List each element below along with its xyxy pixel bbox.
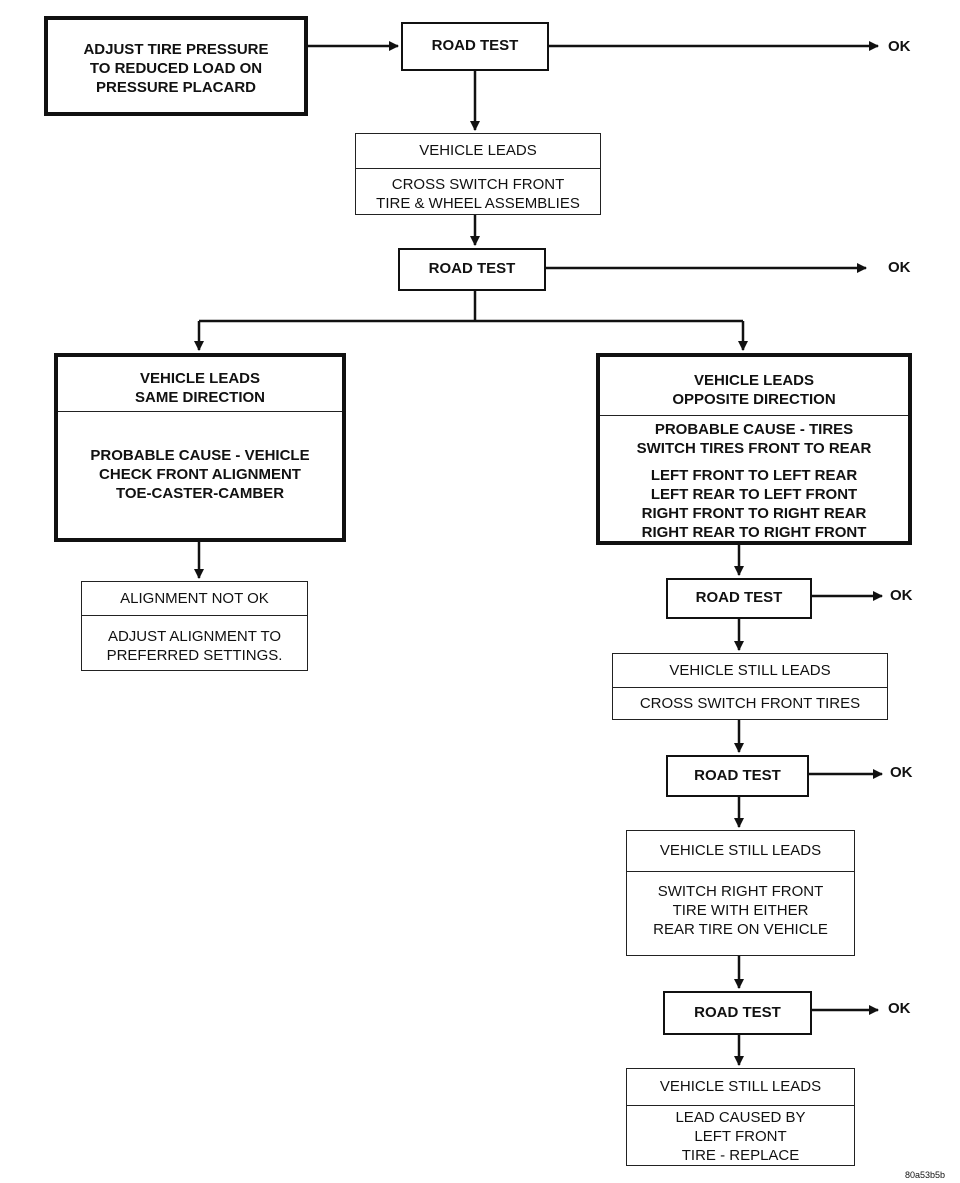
same-direction-body: PROBABLE CAUSE - VEHICLE — [90, 447, 310, 464]
road-test-label: ROAD TEST — [695, 589, 783, 606]
road-test-label: ROAD TEST — [694, 767, 781, 784]
tire-move: LEFT REAR TO LEFT FRONT — [650, 486, 858, 503]
opposite-direction-title: VEHICLE LEADS — [693, 372, 814, 389]
road-test-label: ROAD TEST — [431, 37, 519, 54]
road-test-box: ROAD TEST — [666, 755, 809, 797]
still-leads-action: REAR TIRE ON VEHICLE — [653, 921, 828, 938]
still-leads-title: VEHICLE STILL LEADS — [669, 662, 831, 679]
start-line: ADJUST TIRE PRESSURE — [83, 41, 269, 58]
still-leads-action: LEAD CAUSED BY — [675, 1109, 806, 1126]
alignment-title: ALIGNMENT NOT OK — [120, 590, 269, 607]
still-leads-action: TIRE - REPLACE — [681, 1147, 800, 1164]
vehicle-leads-box: VEHICLE LEADS CROSS SWITCH FRONT TIRE & … — [355, 133, 601, 215]
alignment-action: PREFERRED SETTINGS. — [106, 647, 283, 664]
alignment-box: ALIGNMENT NOT OK ADJUST ALIGNMENT TO PRE… — [81, 581, 308, 671]
opposite-direction-cause: SWITCH TIRES FRONT TO REAR — [636, 440, 872, 457]
ok-label: OK — [890, 764, 913, 781]
same-direction-body: CHECK FRONT ALIGNMENT — [99, 466, 301, 483]
vehicle-leads-action: TIRE & WHEEL ASSEMBLIES — [376, 195, 580, 212]
figure-code: 80a53b5b — [905, 1170, 946, 1180]
road-test-box: ROAD TEST — [401, 22, 549, 71]
start-line: TO REDUCED LOAD ON — [89, 60, 263, 77]
tire-move: RIGHT REAR TO RIGHT FRONT — [641, 524, 867, 541]
still-leads-title: VEHICLE STILL LEADS — [659, 842, 822, 859]
tire-move: RIGHT FRONT TO RIGHT REAR — [641, 505, 867, 522]
alignment-action: ADJUST ALIGNMENT TO — [107, 628, 282, 645]
tire-move: LEFT FRONT TO LEFT REAR — [650, 467, 858, 484]
still-leads-action: CROSS SWITCH FRONT TIRES — [639, 695, 861, 712]
opposite-direction-box: VEHICLE LEADS OPPOSITE DIRECTION PROBABL… — [596, 353, 912, 545]
still-leads-action: TIRE WITH EITHER — [672, 902, 809, 919]
ok-label: OK — [888, 1000, 911, 1017]
still-leads-action: LEFT FRONT — [694, 1128, 787, 1145]
road-test-label: ROAD TEST — [694, 1004, 781, 1021]
ok-label: OK — [890, 587, 913, 604]
same-direction-box: VEHICLE LEADS SAME DIRECTION PROBABLE CA… — [54, 353, 346, 542]
road-test-label: ROAD TEST — [428, 260, 516, 277]
ok-label: OK — [888, 38, 911, 55]
opposite-direction-cause: PROBABLE CAUSE - TIRES — [654, 421, 854, 438]
start-line: PRESSURE PLACARD — [95, 79, 257, 96]
road-test-box: ROAD TEST — [398, 248, 546, 291]
ok-label: OK — [888, 259, 911, 276]
same-direction-title: SAME DIRECTION — [134, 389, 265, 406]
still-leads-box: VEHICLE STILL LEADS CROSS SWITCH FRONT T… — [612, 653, 888, 720]
same-direction-title: VEHICLE LEADS — [139, 370, 260, 387]
road-test-box: ROAD TEST — [663, 991, 812, 1035]
start-box: ADJUST TIRE PRESSURE TO REDUCED LOAD ON … — [44, 16, 308, 116]
vehicle-leads-action: CROSS SWITCH FRONT — [391, 176, 565, 193]
vehicle-leads-title: VEHICLE LEADS — [419, 142, 537, 159]
still-leads-box: VEHICLE STILL LEADS LEAD CAUSED BY LEFT … — [626, 1068, 855, 1166]
same-direction-body: TOE-CASTER-CAMBER — [115, 485, 285, 502]
still-leads-action: SWITCH RIGHT FRONT — [657, 883, 824, 900]
opposite-direction-title: OPPOSITE DIRECTION — [672, 391, 836, 408]
still-leads-title: VEHICLE STILL LEADS — [659, 1078, 822, 1095]
still-leads-box: VEHICLE STILL LEADS SWITCH RIGHT FRONT T… — [626, 830, 855, 956]
road-test-box: ROAD TEST — [666, 578, 812, 619]
